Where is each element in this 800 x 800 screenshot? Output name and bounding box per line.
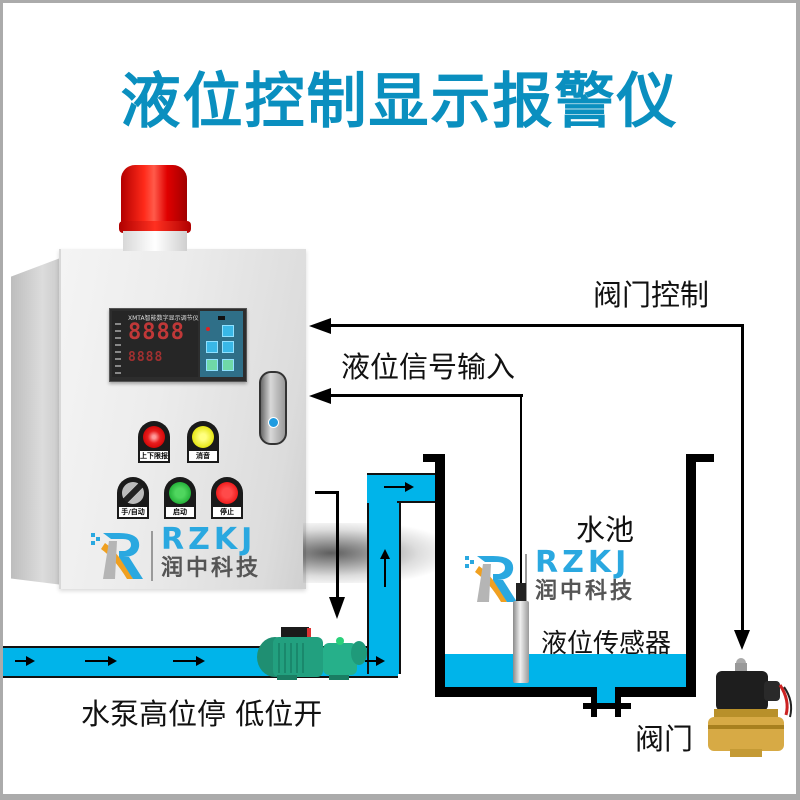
pool-left-wall bbox=[435, 454, 445, 696]
lock-icon bbox=[268, 417, 279, 428]
alarm-lamp-label: 上下限报警 bbox=[138, 449, 170, 463]
valve-control-label: 阀门控制 bbox=[593, 278, 710, 312]
drain-pipe bbox=[595, 687, 617, 703]
flow-arrow-icon bbox=[365, 656, 385, 666]
arrow-left-icon bbox=[309, 318, 331, 334]
pump-rule-label: 水泵高位停 低位开 bbox=[81, 697, 323, 731]
flow-arrow-icon bbox=[85, 656, 117, 666]
alarm-lamp-icon bbox=[143, 426, 165, 448]
indicator-leds bbox=[115, 323, 121, 375]
rzkj-logo-icon bbox=[91, 533, 143, 579]
logo-text-cn: 润中科技 bbox=[161, 556, 262, 581]
arrow-down-icon bbox=[329, 597, 345, 619]
valve-control-line bbox=[329, 324, 743, 327]
cabinet-side-panel bbox=[11, 257, 63, 585]
key-set[interactable] bbox=[222, 325, 234, 337]
mute-button-label: 消音 bbox=[187, 449, 219, 463]
keypad-slot bbox=[218, 316, 225, 320]
drain-flange bbox=[583, 703, 631, 709]
controller-keypad bbox=[200, 311, 243, 377]
key-left[interactable] bbox=[206, 341, 218, 353]
pump-control-drop bbox=[336, 491, 339, 601]
start-button[interactable]: 启动 bbox=[164, 477, 196, 521]
pool-left-lip bbox=[423, 454, 445, 462]
level-signal-input-label: 液位信号输入 bbox=[341, 350, 516, 384]
pool-right-wall bbox=[686, 454, 696, 696]
riser-pipe bbox=[367, 473, 401, 674]
mute-button[interactable]: 消音 bbox=[187, 421, 219, 465]
valve-label: 阀门 bbox=[635, 722, 694, 756]
sensor-cable-gland bbox=[516, 583, 526, 603]
stop-button[interactable]: 停止 bbox=[211, 477, 243, 521]
pool-bottom-right bbox=[617, 687, 696, 697]
diagram-canvas: 液位控制显示报警仪 XMTA智能数字显示调节仪 8888 8888 上下限报警 bbox=[3, 3, 796, 794]
pool-bottom-left bbox=[435, 687, 595, 697]
key-down[interactable] bbox=[206, 359, 218, 371]
pool-right-lip bbox=[686, 454, 714, 462]
flow-arrow-icon bbox=[15, 656, 35, 666]
level-sensor-icon bbox=[513, 601, 529, 683]
sub-segment-display: 8888 bbox=[128, 350, 164, 365]
beacon-ring bbox=[119, 221, 191, 233]
start-button-label: 启动 bbox=[164, 505, 196, 519]
beacon-base bbox=[123, 231, 187, 251]
arrow-left-icon bbox=[309, 388, 331, 404]
flow-arrow-icon bbox=[384, 482, 414, 492]
arrow-down-icon bbox=[734, 630, 750, 650]
door-handle[interactable] bbox=[259, 371, 287, 445]
logo-text-en: RZKJ bbox=[535, 545, 631, 580]
flow-arrow-icon bbox=[173, 656, 205, 666]
valve-control-drop bbox=[741, 324, 744, 634]
pool-water bbox=[445, 654, 686, 687]
selector-switch-icon bbox=[122, 482, 144, 504]
manual-auto-switch[interactable]: 手/自动 bbox=[117, 477, 149, 521]
company-logo-watermark: RZKJ 润中科技 bbox=[463, 548, 673, 608]
stop-button-icon bbox=[216, 482, 238, 504]
controller-display-panel: XMTA智能数字显示调节仪 8888 8888 bbox=[112, 311, 199, 377]
alarm-beacon-icon bbox=[121, 165, 187, 227]
logo-text-en: RZKJ bbox=[161, 522, 257, 557]
key-up[interactable] bbox=[222, 341, 234, 353]
water-pump-icon bbox=[257, 627, 367, 680]
manual-auto-label: 手/自动 bbox=[117, 505, 149, 519]
company-logo: RZKJ 润中科技 bbox=[89, 525, 299, 585]
start-button-icon bbox=[169, 482, 191, 504]
level-controller-display: XMTA智能数字显示调节仪 8888 8888 bbox=[109, 308, 247, 382]
solenoid-valve-icon bbox=[708, 658, 793, 757]
rzkj-logo-icon bbox=[465, 556, 517, 602]
stop-button-label: 停止 bbox=[211, 505, 243, 519]
status-led bbox=[206, 327, 210, 331]
outlet-pipe bbox=[367, 473, 437, 503]
pool-label: 水池 bbox=[576, 513, 635, 547]
sensor-cable bbox=[520, 394, 522, 594]
flow-arrow-up-icon bbox=[380, 549, 390, 587]
alarm-lamp[interactable]: 上下限报警 bbox=[138, 421, 170, 465]
mute-button-icon bbox=[192, 426, 214, 448]
pump-control-line bbox=[315, 491, 339, 494]
page-title: 液位控制显示报警仪 bbox=[120, 67, 679, 137]
key-enter[interactable] bbox=[222, 359, 234, 371]
main-segment-display: 8888 bbox=[128, 320, 185, 345]
level-signal-line bbox=[329, 394, 523, 397]
level-sensor-label: 液位传感器 bbox=[541, 629, 672, 659]
logo-text-cn: 润中科技 bbox=[535, 579, 636, 604]
controller-model-label: XMTA智能数字显示调节仪 bbox=[128, 315, 199, 322]
